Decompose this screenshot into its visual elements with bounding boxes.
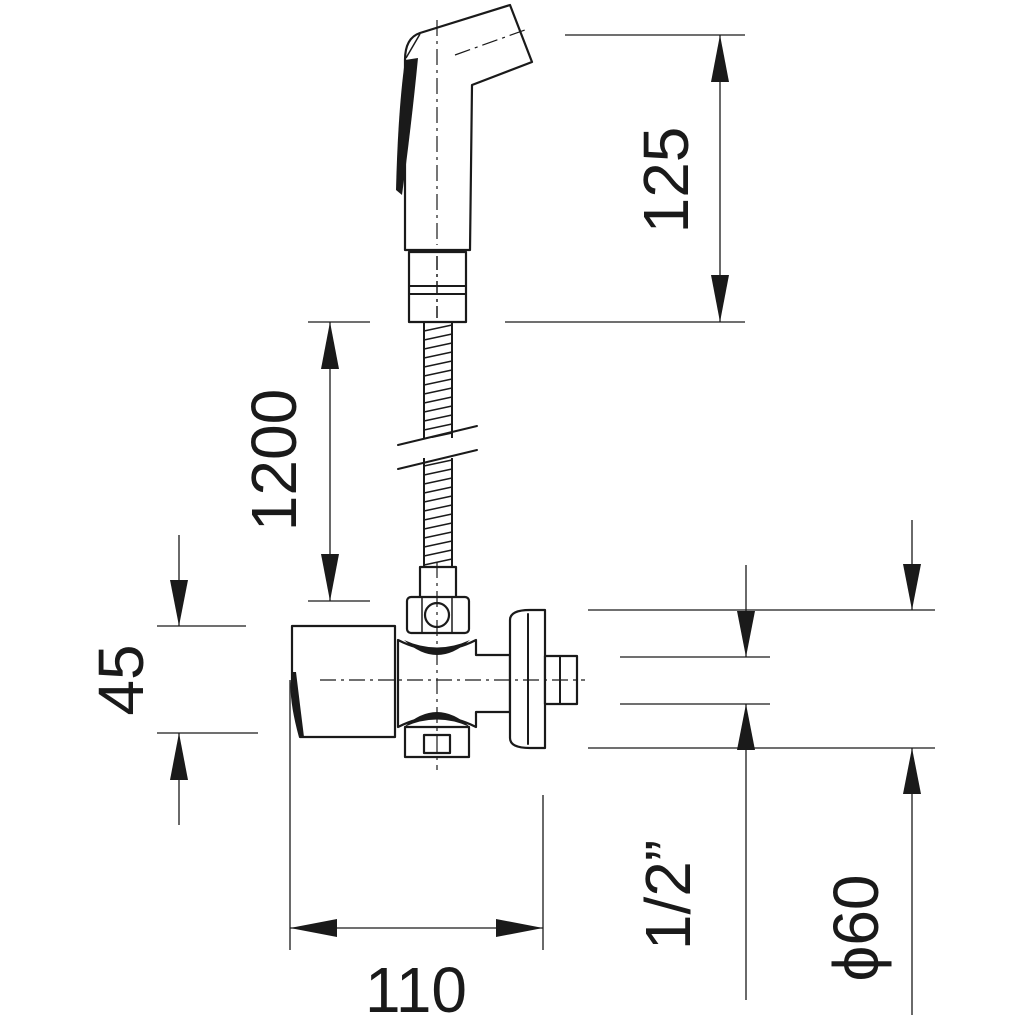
- hose-rib: [423, 531, 453, 539]
- dimension-diameter-60: ϕ60: [820, 520, 921, 1015]
- hose-rib: [423, 423, 453, 431]
- dim-label-diameter-60: ϕ60: [820, 874, 892, 981]
- hose-rib: [423, 495, 453, 503]
- hose-rib: [423, 369, 453, 377]
- hose-rib: [423, 333, 453, 341]
- hose-rib: [423, 477, 453, 485]
- hose-rib: [423, 387, 453, 395]
- dim-label-half-inch: 1/2”: [632, 840, 704, 950]
- head-connector: [407, 250, 468, 324]
- hose-rib: [423, 414, 453, 422]
- dimension-125: 125: [505, 34, 745, 323]
- hose-rib: [423, 549, 453, 557]
- dim-label-45: 45: [85, 644, 157, 715]
- hose-rib: [423, 540, 453, 548]
- hose-rib: [423, 342, 453, 350]
- hose-rib: [423, 468, 453, 476]
- flexible-hose: [397, 321, 478, 571]
- hose-rib: [423, 459, 453, 467]
- hose-rib: [423, 351, 453, 359]
- hose-rib: [423, 522, 453, 530]
- hose-rib: [423, 558, 453, 566]
- hose-rib: [423, 396, 453, 404]
- shower-head: [396, 3, 534, 252]
- dimension-1200: 1200: [238, 321, 370, 602]
- dimension-45: 45: [85, 535, 258, 825]
- hose-rib: [423, 360, 453, 368]
- valve-body: [290, 562, 585, 770]
- dim-label-1200: 1200: [238, 389, 310, 531]
- hose-rib: [423, 504, 453, 512]
- dimension-110: 110: [289, 680, 544, 1024]
- hose-rib: [423, 486, 453, 494]
- hose-rib: [423, 513, 453, 521]
- hose-rib: [423, 405, 453, 413]
- dim-label-125: 125: [630, 127, 702, 234]
- dimension-half-inch: 1/2”: [588, 565, 935, 1000]
- hose-rib: [423, 324, 453, 332]
- dim-label-110: 110: [365, 954, 467, 1024]
- hose-rib: [423, 378, 453, 386]
